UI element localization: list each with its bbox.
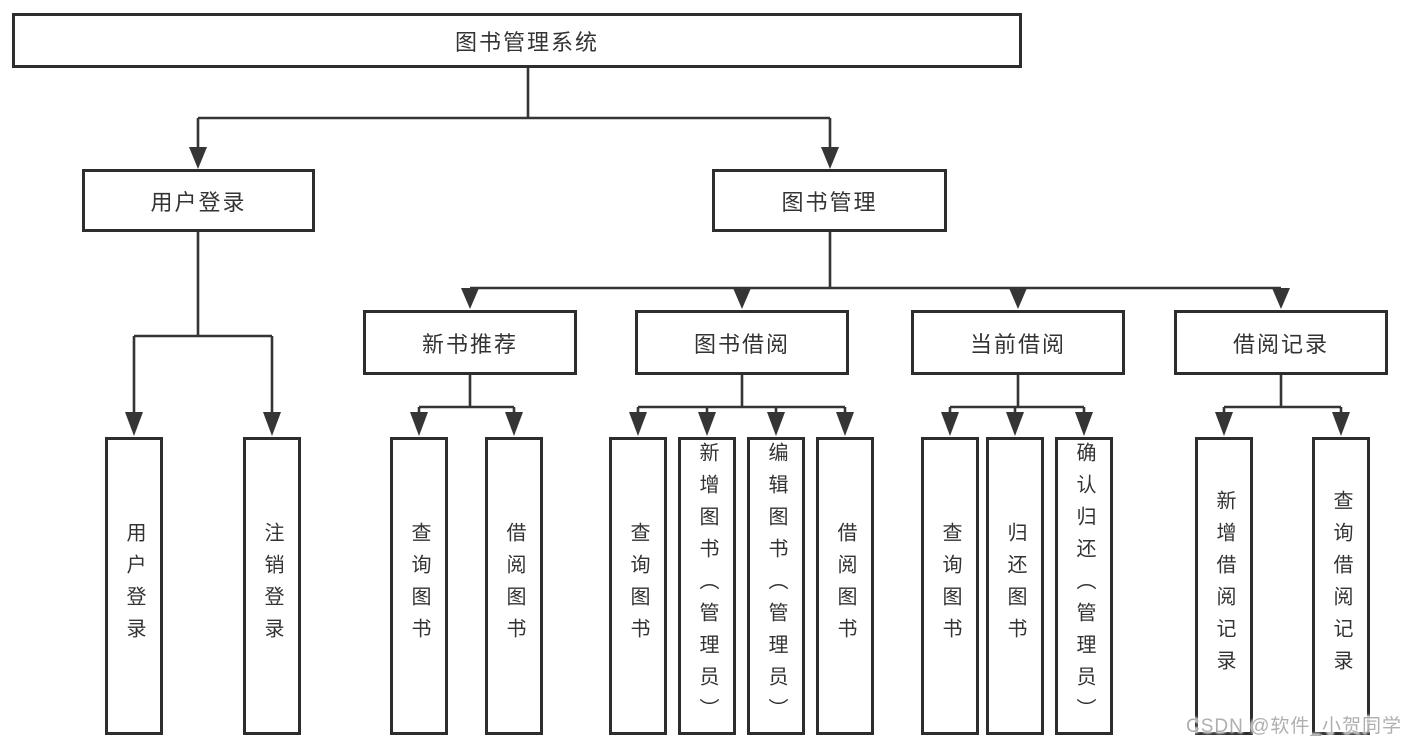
node-label: 新书推荐 (421, 331, 518, 357)
leaf-confirm-return-admin: 确认归还（管理员） (1055, 437, 1113, 735)
arrowhead (629, 412, 647, 436)
node-borrow-records: 借阅记录 (1174, 310, 1388, 375)
node-new-book-recommend: 新书推荐 (363, 310, 577, 375)
leaf-query-books-3: 查询图书 (921, 437, 979, 735)
node-label: 当前借阅 (969, 331, 1066, 357)
leaf-query-books-2: 查询图书 (609, 437, 667, 735)
node-book-borrow: 图书借阅 (635, 310, 849, 375)
leaf-query-books: 查询图书 (390, 437, 448, 735)
node-book-management: 图书管理 (712, 169, 947, 232)
node-label: 新增借阅记录 (1213, 490, 1235, 682)
node-label: 借阅图书 (503, 522, 525, 650)
node-label: 查询图书 (627, 522, 649, 650)
leaf-logout: 注销登录 (243, 437, 301, 735)
leaf-edit-books-admin: 编辑图书（管理员） (747, 437, 805, 735)
arrowhead (1075, 412, 1093, 436)
arrowhead (125, 412, 143, 436)
node-library-management-system: 图书管理系统 (12, 13, 1022, 68)
node-label: 图书管理系统 (454, 29, 599, 55)
arrowhead (941, 412, 959, 436)
arrowhead (505, 412, 523, 436)
leaf-borrow-books: 借阅图书 (485, 437, 543, 735)
leaf-add-books-admin: 新增图书（管理员） (678, 437, 736, 735)
leaf-borrow-books-2: 借阅图书 (816, 437, 874, 735)
node-label: 借阅记录 (1232, 331, 1329, 357)
leaf-user-login: 用户登录 (105, 437, 163, 735)
node-label: 编辑图书（管理员） (765, 442, 787, 730)
arrowhead (1006, 412, 1024, 436)
node-label: 查询图书 (939, 522, 961, 650)
node-current-borrow: 当前借阅 (911, 310, 1125, 375)
arrowhead (263, 412, 281, 436)
node-label: 图书借阅 (693, 331, 790, 357)
arrowhead (1215, 412, 1233, 436)
leaf-add-borrow-record: 新增借阅记录 (1195, 437, 1253, 735)
node-label: 查询借阅记录 (1330, 490, 1352, 682)
node-label: 查询图书 (408, 522, 430, 650)
node-label: 用户登录 (150, 189, 247, 215)
arrowhead (189, 147, 207, 169)
node-label: 新增图书（管理员） (696, 442, 718, 730)
leaf-return-books: 归还图书 (986, 437, 1044, 735)
arrowhead (1272, 288, 1290, 309)
arrowhead (821, 147, 839, 169)
node-label: 用户登录 (123, 522, 145, 650)
arrowhead (836, 412, 854, 436)
leaf-query-borrow-record: 查询借阅记录 (1312, 437, 1370, 735)
arrowhead (410, 412, 428, 436)
node-label: 借阅图书 (834, 522, 856, 650)
node-label: 注销登录 (261, 522, 283, 650)
arrowhead (698, 412, 716, 436)
node-label: 归还图书 (1004, 522, 1026, 650)
node-user-login: 用户登录 (82, 169, 315, 232)
node-label: 确认归还（管理员） (1073, 442, 1095, 730)
arrowhead (461, 288, 479, 309)
node-label: 图书管理 (781, 189, 878, 215)
arrowhead (767, 412, 785, 436)
arrowhead (733, 288, 751, 309)
arrowhead (1332, 412, 1350, 436)
arrowhead (1009, 288, 1027, 309)
csdn-watermark: CSDN @软件_小贺同学 (1186, 716, 1402, 737)
